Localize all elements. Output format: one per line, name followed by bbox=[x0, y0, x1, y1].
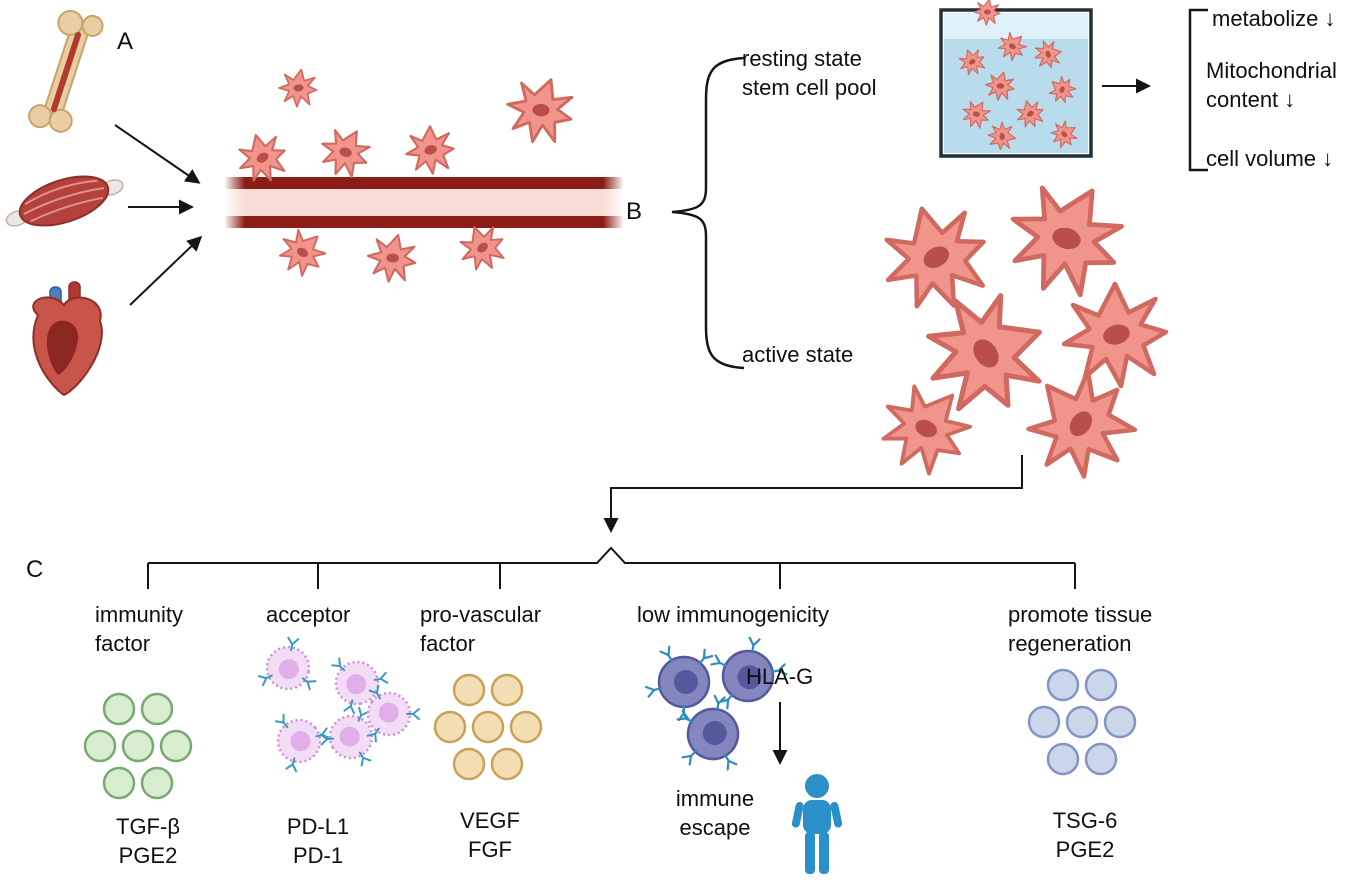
molecules-tgf-pge2: TGF-β PGE2 bbox=[116, 814, 180, 869]
person-icon bbox=[791, 774, 843, 874]
acceptor-cell bbox=[257, 634, 322, 694]
molecules-vegf-fgf: VEGF FGF bbox=[460, 808, 520, 863]
active-msc-cell bbox=[873, 196, 998, 321]
molecule-cluster-tan bbox=[435, 675, 541, 779]
effect-metabolize: metabolize ↓ bbox=[1212, 6, 1336, 31]
panel-b-label: B bbox=[626, 198, 643, 225]
source-arrow-bone bbox=[114, 124, 201, 184]
branch-tree bbox=[148, 546, 1075, 564]
molecule-cluster-blue bbox=[1029, 670, 1135, 774]
msc-cell bbox=[497, 67, 583, 153]
connector-arrow bbox=[603, 455, 1023, 533]
resting-state-label: resting state stem cell pool bbox=[742, 46, 877, 101]
molecules-pdl1-pd1: PD-L1 PD-1 bbox=[286, 814, 350, 869]
effect-mitochondrial-content: Mitochondrial content ↓ bbox=[1206, 58, 1337, 113]
muscle-icon bbox=[5, 175, 124, 227]
active-state-label: active state bbox=[742, 342, 854, 367]
msc-cell bbox=[405, 125, 455, 175]
branch-acceptor-label: acceptor bbox=[266, 602, 351, 627]
hla-g-label: HLA-G bbox=[746, 664, 814, 689]
msc-cell bbox=[269, 219, 335, 285]
heart-icon bbox=[32, 281, 103, 397]
immune-escape-label: immune escape bbox=[675, 786, 755, 841]
effect-cell-volume: cell volume ↓ bbox=[1206, 146, 1334, 171]
msc-cell bbox=[311, 118, 379, 186]
effects-bracket bbox=[1188, 8, 1208, 172]
branch-regeneration-label: promote tissue regeneration bbox=[1008, 602, 1153, 657]
msc-cell bbox=[452, 218, 512, 278]
branch-immunity-label: immunity factor bbox=[95, 602, 184, 657]
msc-cell bbox=[275, 65, 321, 111]
panel-c-label: C bbox=[26, 556, 44, 583]
msc-cell bbox=[361, 227, 423, 289]
immunogenicity-cell bbox=[646, 647, 712, 720]
branch-provascular-label: pro-vascular factor bbox=[420, 602, 542, 657]
panel-b-brace bbox=[671, 56, 745, 370]
source-arrow-heart bbox=[129, 235, 203, 306]
blood-vessel bbox=[225, 177, 623, 228]
molecules-tsg6-pge2: TSG-6 PGE2 bbox=[1052, 808, 1118, 863]
molecule-cluster-green bbox=[85, 694, 191, 798]
active-msc-cell bbox=[1064, 284, 1166, 386]
panel-a-label: A bbox=[117, 28, 134, 55]
branch-low-immunogenicity-label: low immunogenicity bbox=[637, 602, 829, 627]
bone-icon bbox=[28, 9, 104, 133]
